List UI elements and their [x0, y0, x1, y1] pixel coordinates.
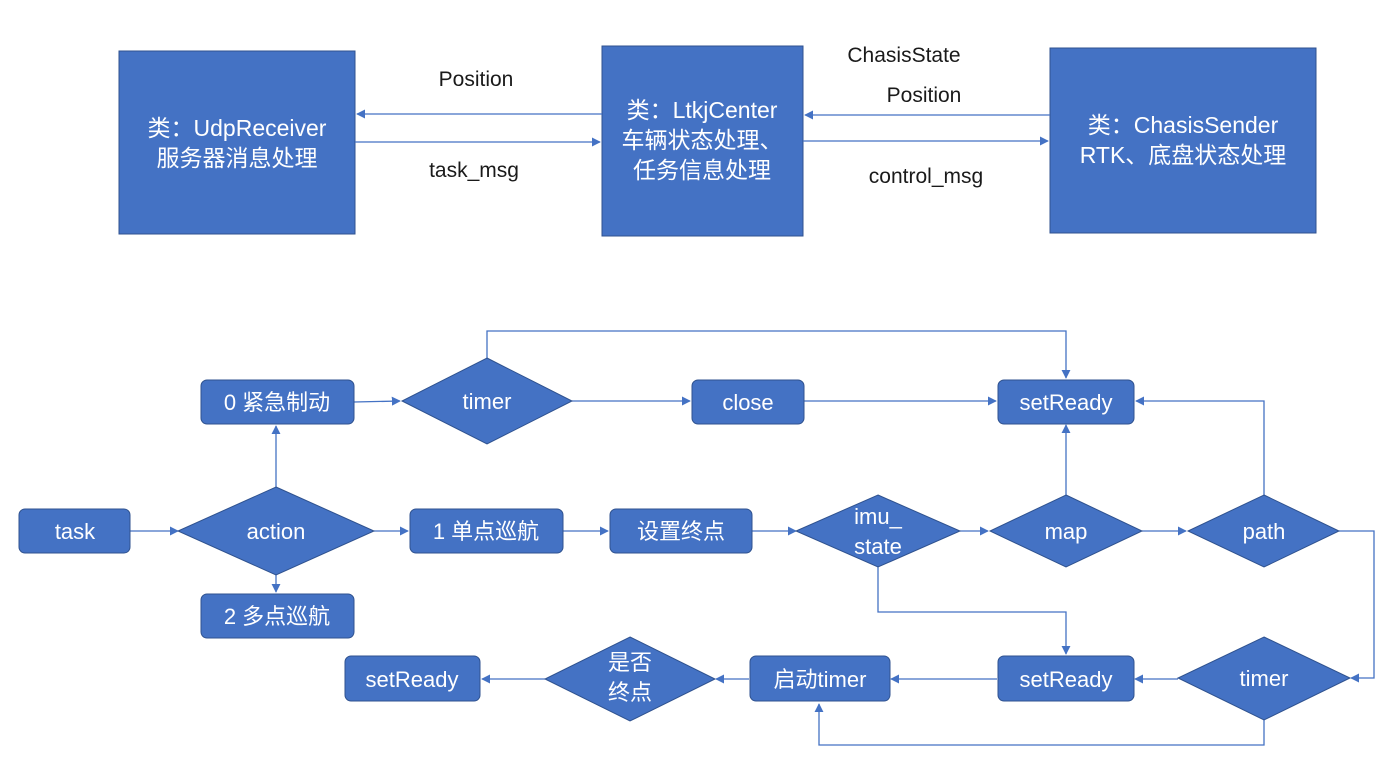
- task-node: task: [18, 508, 131, 554]
- imu-state-label-2: state: [854, 534, 902, 559]
- set-endpoint-label: 设置终点: [637, 519, 725, 544]
- chasis-sender-desc: RTK、底盘状态处理: [1080, 142, 1287, 168]
- is-endpoint-label-2: 终点: [608, 680, 652, 705]
- edge-label-chasis-state: ChasisState: [847, 44, 960, 67]
- set-ready-mid-node: setReady: [997, 655, 1135, 702]
- close-node: close: [691, 379, 805, 425]
- udp-receiver-class-box: 类：UdpReceiver 服务器消息处理: [118, 50, 356, 235]
- action-decision: action: [176, 486, 376, 576]
- task-label: task: [55, 519, 96, 544]
- path-decision: path: [1186, 494, 1341, 568]
- start-timer-label: 启动timer: [774, 667, 867, 692]
- timer-top-label: timer: [463, 389, 512, 414]
- imu-state-label-1: imu_: [854, 504, 902, 529]
- single-point-label: 1 单点巡航: [433, 519, 539, 544]
- close-label: close: [722, 390, 773, 415]
- set-ready-end-label: setReady: [366, 667, 459, 692]
- edge-label-task-msg: task_msg: [429, 159, 519, 182]
- edge-label-position-left: Position: [439, 68, 514, 91]
- chasis-sender-title: 类：ChasisSender: [1088, 112, 1279, 138]
- ltkj-center-title: 类：LtkjCenter: [627, 97, 778, 123]
- edge-label-position-right: Position: [887, 84, 962, 107]
- edge-imu-to-setready-mid: [877, 567, 1071, 655]
- is-endpoint-label-1: 是否: [608, 650, 652, 675]
- imu-state-decision: imu_ state: [794, 494, 962, 568]
- ltkj-center-desc-1: 车辆状态处理、: [622, 127, 783, 153]
- timer-top-decision: timer: [400, 357, 574, 445]
- set-ready-top-node: setReady: [997, 379, 1135, 425]
- multi-point-node: 2 多点巡航: [200, 593, 355, 639]
- edge-emergency-to-timer: [353, 396, 401, 406]
- edge-path-to-timer: [1339, 530, 1375, 683]
- start-timer-node: 启动timer: [749, 655, 891, 702]
- set-ready-end-node: setReady: [344, 655, 481, 702]
- single-point-node: 1 单点巡航: [409, 508, 564, 554]
- action-label: action: [247, 519, 306, 544]
- edge-timer-to-setready-top: [486, 330, 1071, 379]
- udp-receiver-title: 类：UdpReceiver: [148, 115, 327, 141]
- timer-bottom-decision: timer: [1176, 636, 1352, 721]
- set-ready-mid-label: setReady: [1020, 667, 1113, 692]
- edge-label-control-msg: control_msg: [869, 165, 983, 188]
- set-ready-top-label: setReady: [1020, 390, 1113, 415]
- map-decision: map: [988, 494, 1144, 568]
- ltkj-center-class-box: 类：LtkjCenter 车辆状态处理、 任务信息处理: [601, 45, 804, 237]
- emergency-brake-node: 0 紧急制动: [200, 379, 355, 425]
- edge-timer-loop-to-starttimer: [814, 703, 1265, 746]
- ltkj-center-desc-2: 任务信息处理: [633, 157, 771, 183]
- timer-bottom-label: timer: [1240, 666, 1289, 691]
- is-endpoint-decision: 是否 终点: [543, 636, 717, 722]
- edge-path-to-setready-top: [1135, 396, 1265, 495]
- set-endpoint-node: 设置终点: [609, 508, 753, 554]
- multi-point-label: 2 多点巡航: [224, 604, 330, 629]
- map-label: map: [1045, 519, 1088, 544]
- emergency-brake-label: 0 紧急制动: [224, 390, 330, 415]
- udp-receiver-desc: 服务器消息处理: [157, 145, 318, 171]
- path-label: path: [1243, 519, 1286, 544]
- chasis-sender-class-box: 类：ChasisSender RTK、底盘状态处理: [1049, 47, 1317, 234]
